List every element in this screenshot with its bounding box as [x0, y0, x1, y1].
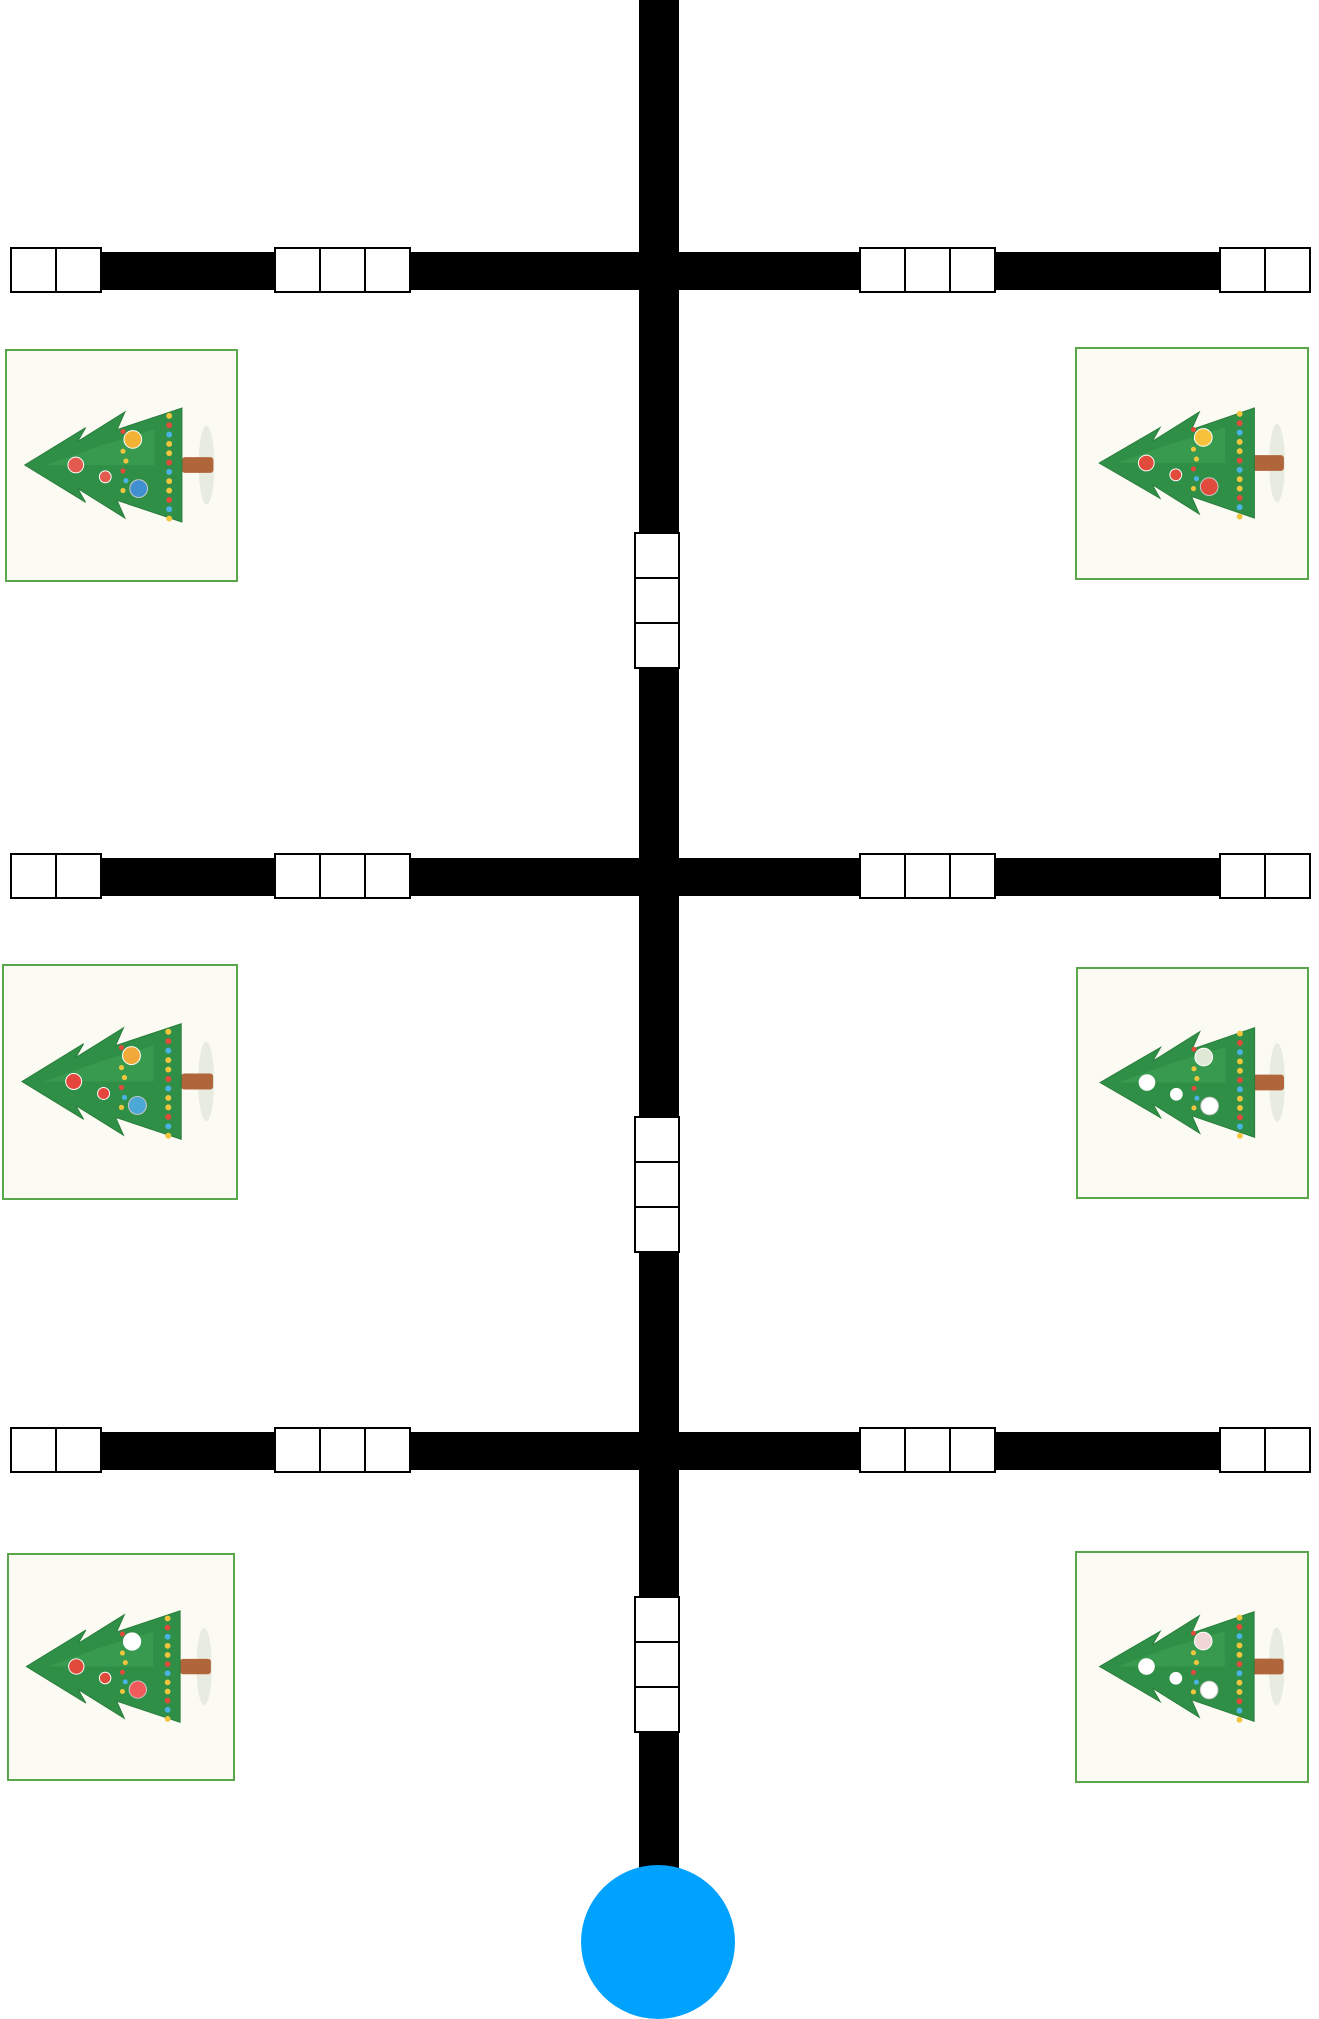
- tree-card-5[interactable]: [7, 1553, 235, 1781]
- branch-3-right-end-cells: [1220, 1428, 1310, 1472]
- tree-card-2[interactable]: [1075, 347, 1309, 580]
- board-cell[interactable]: [859, 853, 906, 899]
- board-cell[interactable]: [634, 532, 680, 579]
- board-cell[interactable]: [274, 247, 321, 293]
- board-cell[interactable]: [949, 247, 996, 293]
- branch-path-3: [12, 1432, 1310, 1470]
- branch-2-right-end-cells: [1220, 854, 1310, 898]
- branch-3-left-mid-cells: [275, 1428, 410, 1472]
- board-cell[interactable]: [274, 1427, 321, 1473]
- board-cell[interactable]: [364, 1427, 411, 1473]
- christmas-tree-icon: [7, 351, 236, 580]
- board-cell[interactable]: [904, 1427, 951, 1473]
- board-cell[interactable]: [949, 853, 996, 899]
- branch-path-2: [12, 858, 1310, 896]
- board-cell[interactable]: [1264, 247, 1311, 293]
- branch-2-left-mid-cells: [275, 854, 410, 898]
- board-cell[interactable]: [859, 1427, 906, 1473]
- trunk-cells-3: [635, 1597, 679, 1732]
- tree-card-3[interactable]: [2, 964, 238, 1200]
- board-cell[interactable]: [634, 1116, 680, 1163]
- board-cell[interactable]: [634, 1686, 680, 1733]
- board-cell[interactable]: [319, 247, 366, 293]
- board-cell[interactable]: [364, 247, 411, 293]
- branch-2-left-end-cells: [11, 854, 101, 898]
- board-cell[interactable]: [10, 853, 57, 899]
- branch-1-right-end-cells: [1220, 248, 1310, 292]
- christmas-tree-icon: [1078, 969, 1307, 1197]
- christmas-tree-icon: [1077, 1553, 1307, 1781]
- start-circle-icon[interactable]: [581, 1865, 735, 2019]
- tree-card-6[interactable]: [1075, 1551, 1309, 1783]
- board-cell[interactable]: [634, 1596, 680, 1643]
- christmas-tree-icon: [1077, 349, 1307, 578]
- board-cell[interactable]: [634, 622, 680, 669]
- tree-card-1[interactable]: [5, 349, 238, 582]
- tree-card-4[interactable]: [1076, 967, 1309, 1199]
- board-cell[interactable]: [55, 1427, 102, 1473]
- board-cell[interactable]: [859, 247, 906, 293]
- branch-1-left-end-cells: [11, 248, 101, 292]
- board-cell[interactable]: [949, 1427, 996, 1473]
- board-cell[interactable]: [1219, 247, 1266, 293]
- board-cell[interactable]: [319, 853, 366, 899]
- board-cell[interactable]: [904, 247, 951, 293]
- trunk-cells-1: [635, 533, 679, 668]
- trunk-cells-2: [635, 1117, 679, 1252]
- board-cell[interactable]: [634, 577, 680, 624]
- board-cell[interactable]: [55, 853, 102, 899]
- board-cell[interactable]: [364, 853, 411, 899]
- board-cell[interactable]: [634, 1161, 680, 1208]
- board-cell[interactable]: [634, 1641, 680, 1688]
- board-cell[interactable]: [55, 247, 102, 293]
- board-cell[interactable]: [904, 853, 951, 899]
- branch-3-right-mid-cells: [860, 1428, 995, 1472]
- board-cell[interactable]: [274, 853, 321, 899]
- board-cell[interactable]: [10, 247, 57, 293]
- branch-1-left-mid-cells: [275, 248, 410, 292]
- branch-2-right-mid-cells: [860, 854, 995, 898]
- christmas-tree-icon: [4, 966, 236, 1198]
- board-cell[interactable]: [1264, 1427, 1311, 1473]
- board-cell[interactable]: [319, 1427, 366, 1473]
- board-cell[interactable]: [10, 1427, 57, 1473]
- board-cell[interactable]: [1264, 853, 1311, 899]
- christmas-tree-icon: [9, 1555, 233, 1779]
- board-cell[interactable]: [1219, 853, 1266, 899]
- branch-path-1: [12, 252, 1310, 290]
- board-cell[interactable]: [634, 1206, 680, 1253]
- branch-3-left-end-cells: [11, 1428, 101, 1472]
- board-cell[interactable]: [1219, 1427, 1266, 1473]
- branch-1-right-mid-cells: [860, 248, 995, 292]
